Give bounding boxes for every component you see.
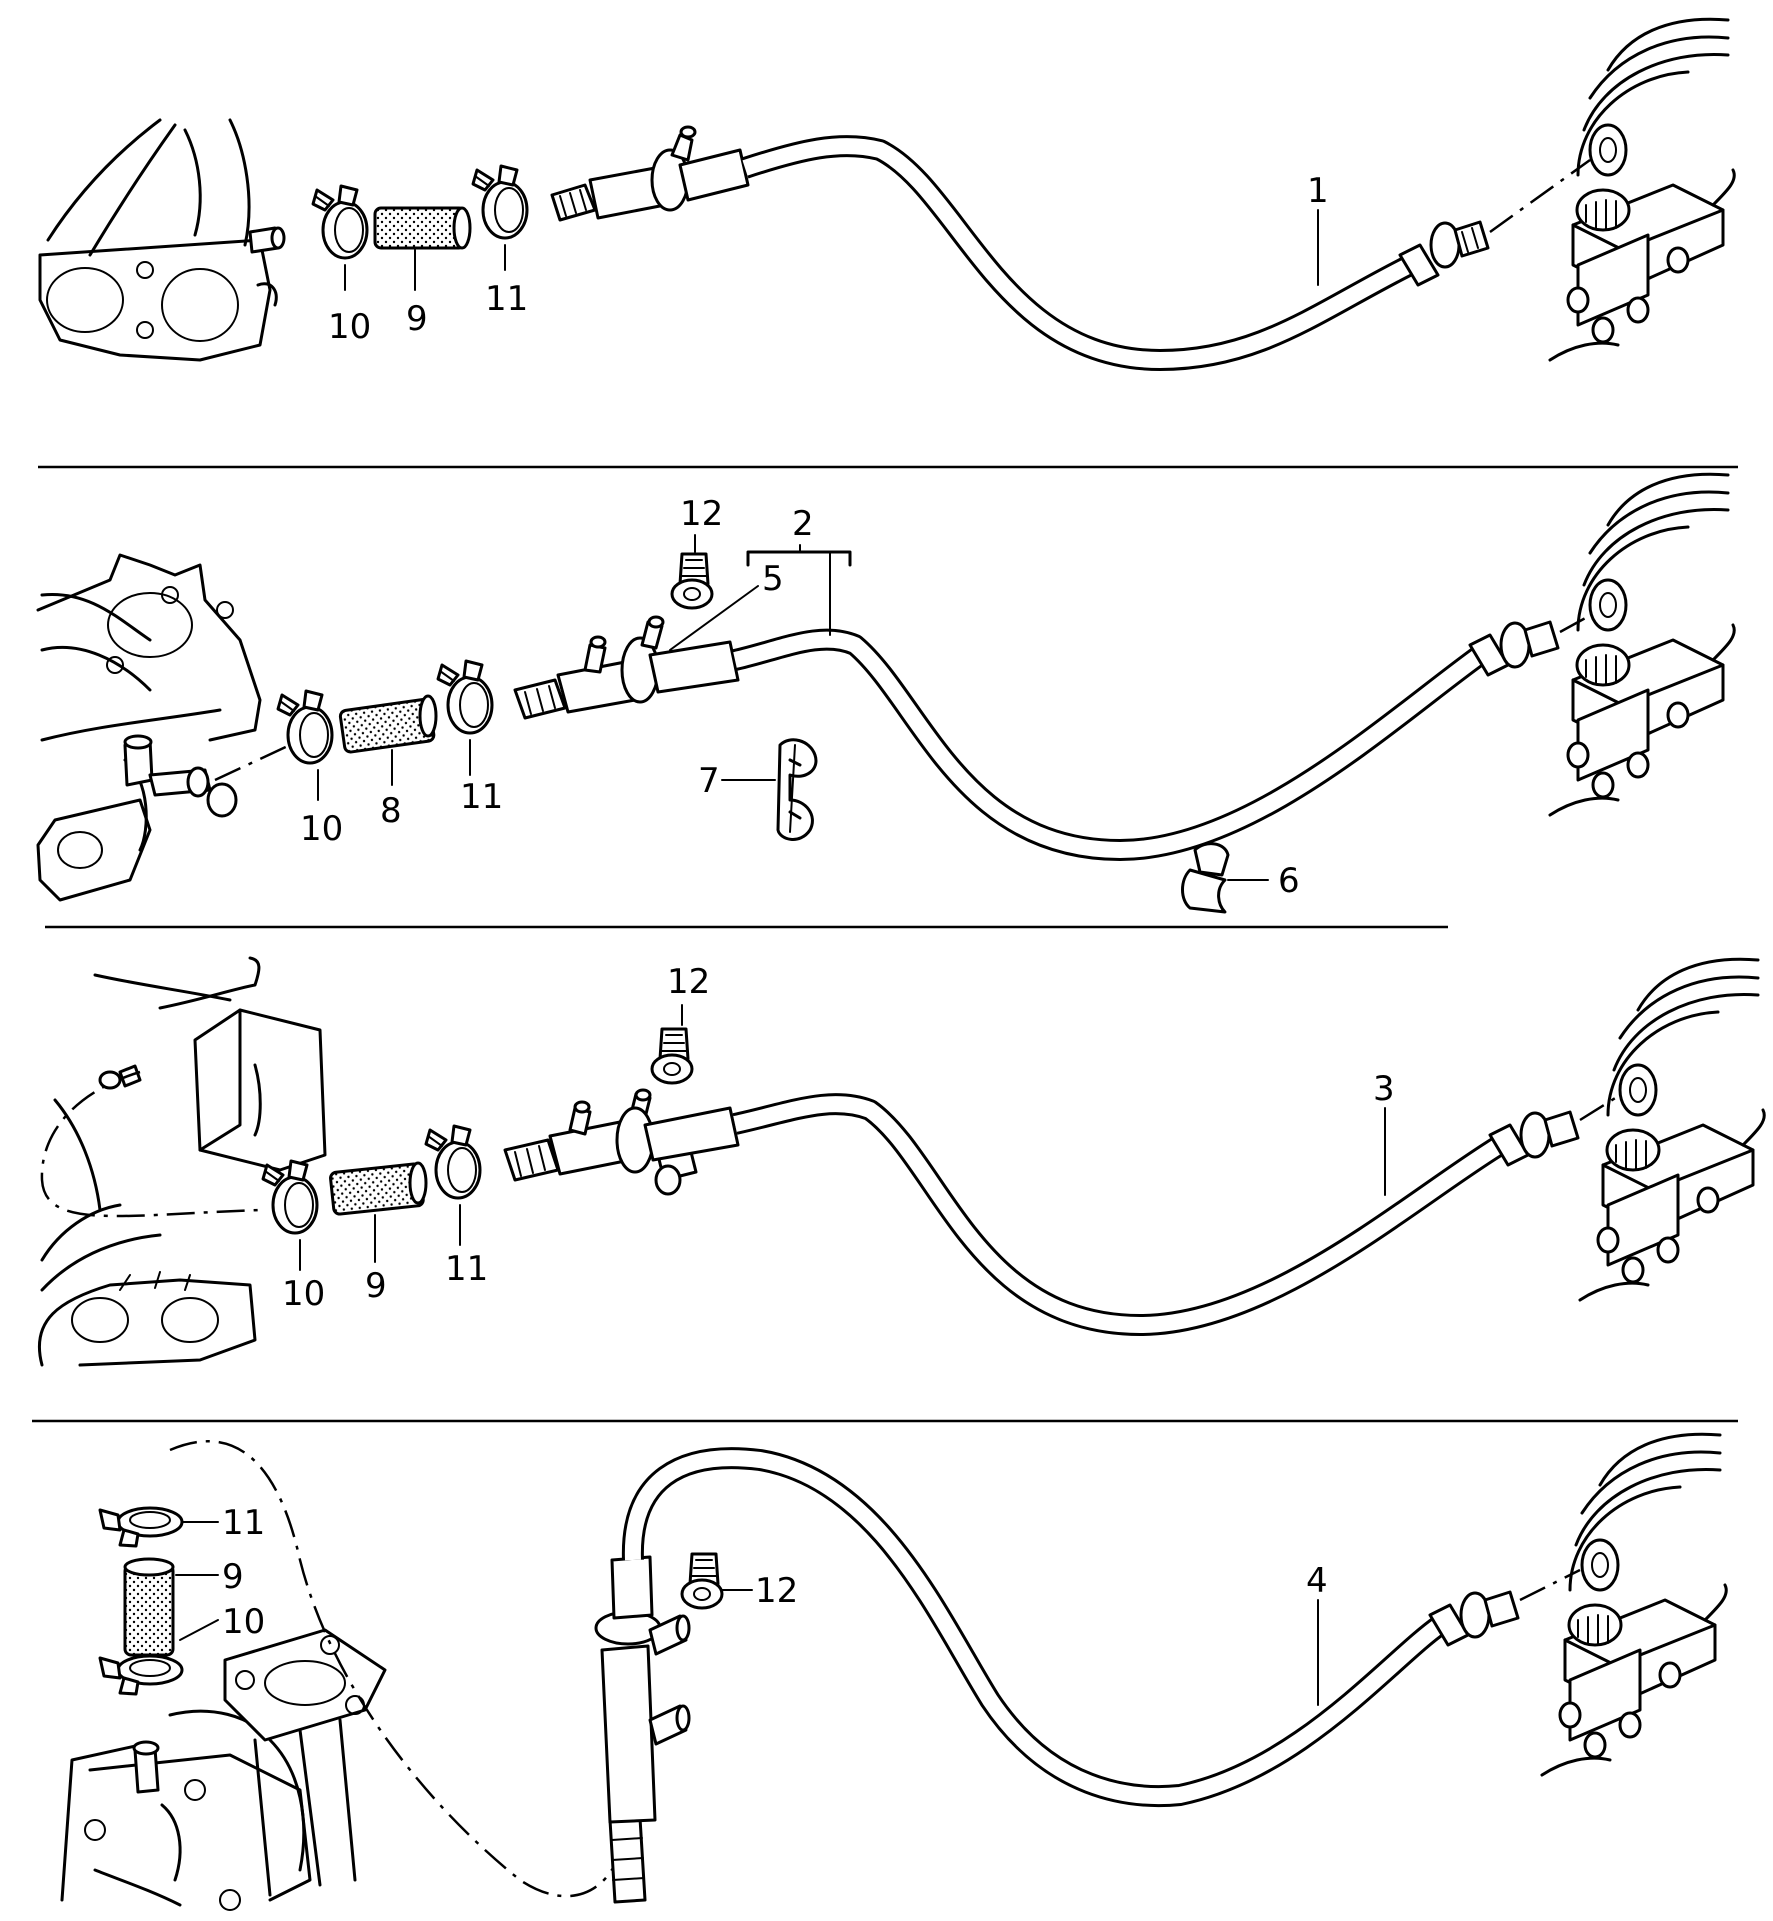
label-4: 4 xyxy=(1306,1561,1328,1601)
label-11: 11 xyxy=(222,1503,265,1543)
rubber-cap-12 xyxy=(680,1552,724,1610)
label-5: 5 xyxy=(762,559,784,599)
brake-booster-3 xyxy=(1578,957,1766,1302)
label-1: 1 xyxy=(1307,171,1329,211)
label-3: 3 xyxy=(1373,1069,1395,1109)
label-8: 8 xyxy=(380,791,402,831)
label-10: 10 xyxy=(328,307,371,347)
section-2-hose-assembly: 12 2 5 7 10 8 11 6 xyxy=(36,472,1736,914)
section-4-hose-assembly: 11 9 10 12 4 xyxy=(60,1432,1728,1911)
label-10: 10 xyxy=(222,1602,265,1642)
label-11: 11 xyxy=(485,279,528,319)
label-6: 6 xyxy=(1278,861,1300,901)
label-12: 12 xyxy=(755,1571,798,1611)
label-10: 10 xyxy=(282,1274,325,1314)
label-11: 11 xyxy=(460,777,503,817)
hose-clamp-11 xyxy=(424,1124,482,1200)
label-9: 9 xyxy=(365,1266,387,1306)
brake-booster-1 xyxy=(1548,17,1736,362)
hose-clamp-11 xyxy=(436,659,494,735)
hose-clamp-10 xyxy=(261,1159,319,1235)
hose-clamp-10 xyxy=(276,689,334,765)
rubber-cap-12 xyxy=(670,552,714,610)
label-10: 10 xyxy=(300,809,343,849)
label-9: 9 xyxy=(222,1557,244,1597)
brake-booster-2 xyxy=(1548,472,1736,817)
hose-clamp-11 xyxy=(471,164,529,240)
label-11: 11 xyxy=(445,1249,488,1289)
hose-clamp-10 xyxy=(311,184,369,260)
brake-booster-4 xyxy=(1540,1432,1728,1777)
label-2: 2 xyxy=(792,504,814,544)
label-12: 12 xyxy=(680,494,723,534)
rubber-cap-12 xyxy=(650,1027,694,1085)
label-7: 7 xyxy=(698,761,720,801)
section-1-hose-assembly: 10 9 11 1 xyxy=(38,17,1736,371)
label-9: 9 xyxy=(406,299,428,339)
label-12: 12 xyxy=(667,962,710,1002)
section-3-hose-assembly: 12 10 9 11 3 xyxy=(37,956,1766,1367)
